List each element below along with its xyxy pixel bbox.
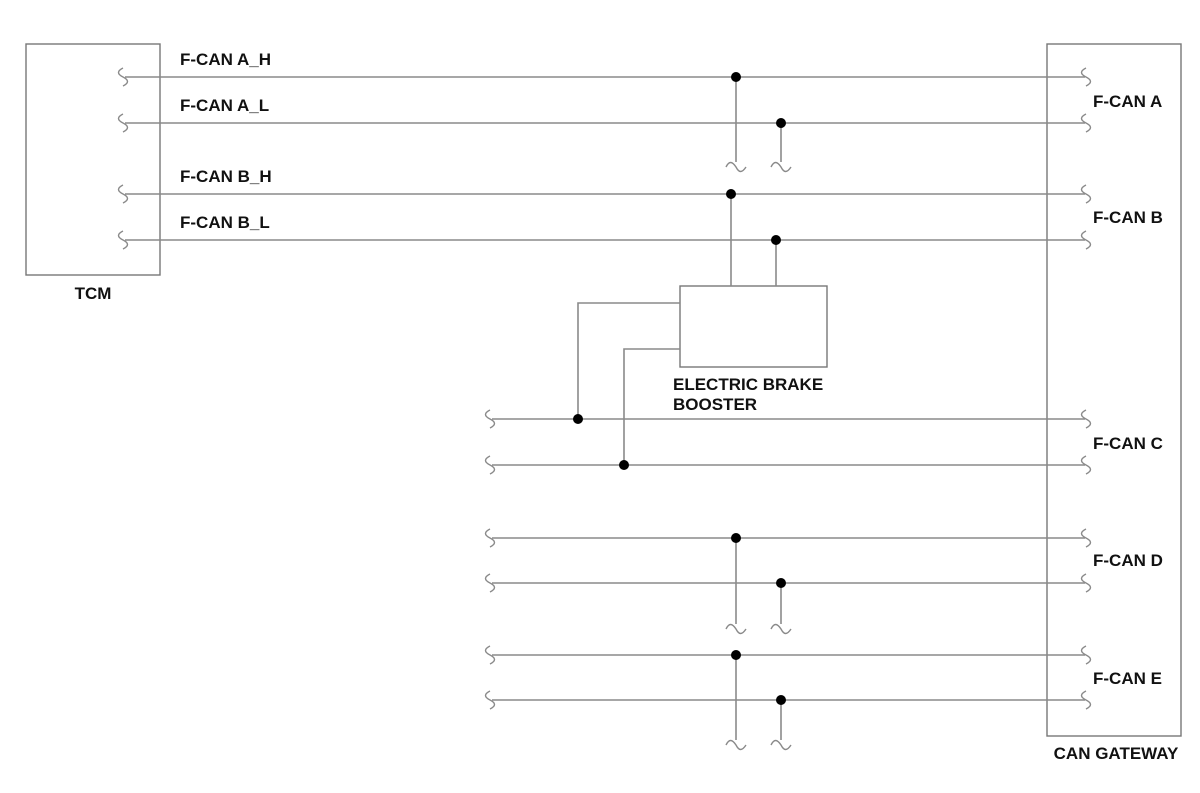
gateway-bus-label-fcan-e: F-CAN E (1093, 669, 1162, 688)
splice-dot-fcan-d-l (776, 578, 786, 588)
gateway-bus-label-fcan-b: F-CAN B (1093, 208, 1163, 227)
tcm-module-box (25, 43, 161, 276)
wire-label-fcan-b-l: F-CAN B_L (180, 213, 270, 232)
terminal-icon (770, 739, 792, 751)
splice-dot-fcan-e-l (776, 695, 786, 705)
gateway-bus-label-fcan-c: F-CAN C (1093, 434, 1163, 453)
terminal-icon (1080, 113, 1092, 133)
splice-dot-fcan-c-h (573, 414, 583, 424)
terminal-icon (770, 161, 792, 173)
booster-link-fcan-c-l (623, 348, 680, 465)
can-gateway-label: CAN GATEWAY (1054, 744, 1179, 763)
terminal-symbols-horizontal (725, 161, 792, 751)
splice-dot-fcan-c-l (619, 460, 629, 470)
terminal-icon (1080, 67, 1092, 87)
terminal-icon (725, 739, 747, 751)
terminal-icon (484, 528, 496, 548)
electric-brake-booster-box (679, 285, 828, 368)
terminal-icon (1080, 645, 1092, 665)
terminal-icon (484, 455, 496, 475)
booster-link-fcan-c-h (577, 302, 680, 419)
splice-dot-fcan-d-h (731, 533, 741, 543)
splice-dot-fcan-a-l (776, 118, 786, 128)
wire-label-fcan-a-h: F-CAN A_H (180, 50, 271, 69)
terminal-icon (484, 645, 496, 665)
terminal-icon (725, 623, 747, 635)
gateway-bus-label-fcan-a: F-CAN A (1093, 92, 1162, 111)
gateway-bus-label-fcan-d: F-CAN D (1093, 551, 1163, 570)
can-gateway-module-box (1046, 43, 1182, 737)
terminal-icon (117, 184, 129, 204)
terminal-icon (770, 623, 792, 635)
terminal-icon (725, 161, 747, 173)
terminal-icon (484, 690, 496, 710)
terminal-icon (1080, 573, 1092, 593)
splice-dot-fcan-a-h (731, 72, 741, 82)
terminal-icon (1080, 230, 1092, 250)
terminal-icon (1080, 409, 1092, 429)
terminal-icon (1080, 455, 1092, 475)
booster-label-line1: ELECTRIC BRAKE (673, 375, 823, 394)
terminal-icon (117, 113, 129, 133)
terminal-icon (484, 409, 496, 429)
splice-dot-fcan-e-h (731, 650, 741, 660)
terminal-icon (117, 230, 129, 250)
splice-dot-fcan-b-l (771, 235, 781, 245)
terminal-icon (1080, 528, 1092, 548)
terminal-symbols-vertical (117, 67, 1092, 710)
splice-dot-fcan-b-h (726, 189, 736, 199)
terminal-icon (484, 573, 496, 593)
tcm-label: TCM (75, 284, 112, 303)
terminal-icon (117, 67, 129, 87)
wire-label-fcan-b-h: F-CAN B_H (180, 167, 272, 186)
booster-label-line2: BOOSTER (673, 395, 757, 414)
wire-label-fcan-a-l: F-CAN A_L (180, 96, 269, 115)
terminal-icon (1080, 184, 1092, 204)
terminal-icon (1080, 690, 1092, 710)
